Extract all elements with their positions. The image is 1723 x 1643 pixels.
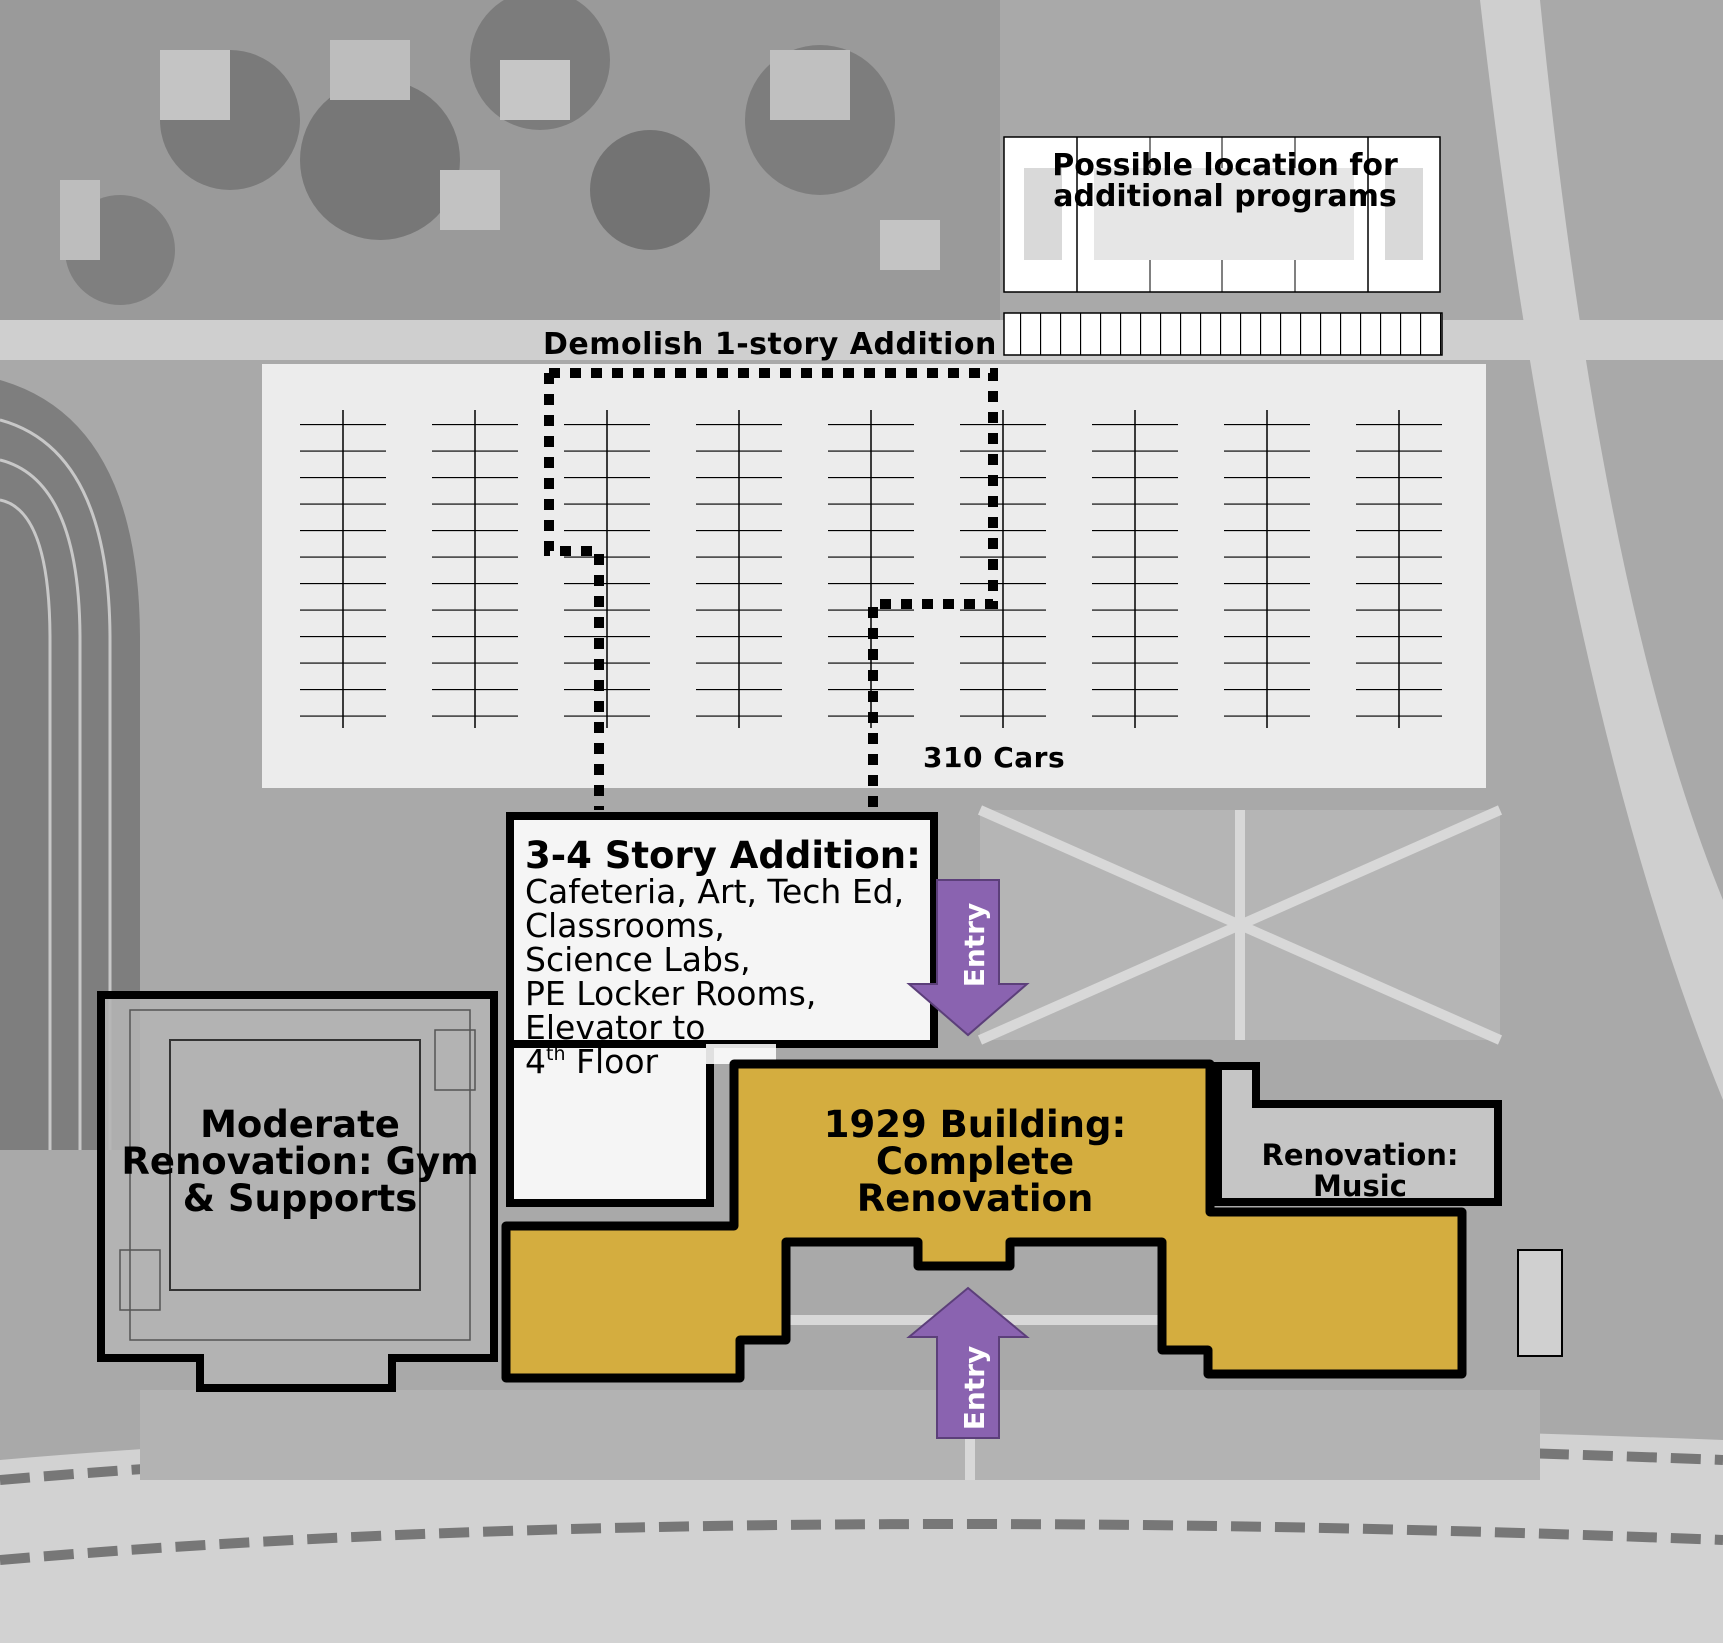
music-label: Renovation: Music (1261, 1138, 1459, 1203)
possible-location-box (1003, 136, 1441, 293)
demolish-label: Demolish 1-story Addition (543, 327, 997, 362)
addition-label: 3-4 Story Addition: Cafeteria, Art, Tech… (525, 836, 937, 1079)
addition-line: Cafeteria, Art, Tech Ed, (525, 872, 905, 911)
demolish-outline (544, 368, 998, 810)
addition-line: PE Locker Rooms, (525, 974, 817, 1013)
entry-top-label: Entry (958, 902, 991, 988)
east-structure (1517, 1249, 1563, 1357)
parking-capacity-label: 310 Cars (923, 741, 1066, 774)
main-building-1929 (501, 1059, 1467, 1383)
floor-word: Floor (565, 1042, 659, 1081)
floor-number: 4 (525, 1042, 546, 1081)
addition-line: Science Labs, (525, 940, 751, 979)
possible-location-label: Possible location for additional program… (1052, 148, 1398, 214)
gym-building (97, 991, 498, 1392)
addition-title: 3-4 Story Addition: (525, 834, 921, 877)
music-wing (1214, 1062, 1502, 1206)
floor-ordinal: th (546, 1043, 566, 1065)
addition-line: Classrooms, (525, 906, 725, 945)
main-building-label: 1929 Building: Complete Renovation (823, 1103, 1127, 1220)
gym-label: Moderate Renovation: Gym & Supports (121, 1103, 479, 1220)
addition-line-floor: 4th Floor (525, 1045, 937, 1079)
addition-building (506, 812, 938, 1207)
entry-arrow-top (906, 879, 1030, 1037)
street-east (1420, 0, 1723, 1100)
parking-stalls (300, 410, 1442, 728)
entry-arrow-bottom (906, 1286, 1030, 1439)
front-lawn-south (140, 1390, 1540, 1480)
addition-line: Elevator to (525, 1008, 706, 1047)
neighborhood (0, 0, 1000, 320)
entry-bottom-label: Entry (958, 1345, 991, 1431)
